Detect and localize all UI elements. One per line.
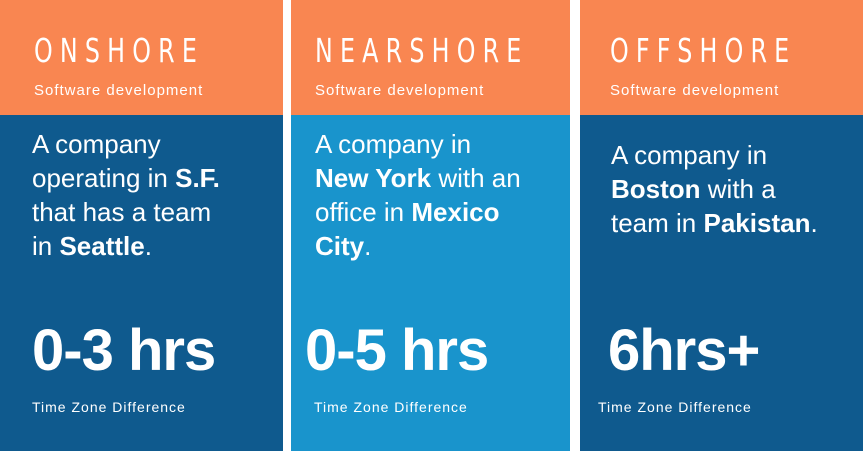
desc-text: in — [32, 231, 60, 261]
desc-text: A company in — [315, 129, 472, 159]
offshore-hours: 6hrs+ — [608, 318, 760, 383]
onshore-subtitle: Software development — [34, 82, 204, 99]
desc-highlight: City — [315, 231, 365, 261]
offshore-column: OFFSHORE Software development A company … — [580, 0, 863, 451]
offshore-footer: Time Zone Difference — [598, 399, 752, 415]
desc-highlight: Pakistan — [703, 208, 811, 238]
offshore-header: OFFSHORE Software development — [580, 0, 863, 115]
desc-text: . — [810, 208, 818, 238]
nearshore-column: NEARSHORE Software development A company… — [291, 0, 570, 451]
desc-text: A company in — [611, 140, 768, 170]
desc-text: A company — [32, 129, 161, 159]
onshore-header: ONSHORE Software development — [0, 0, 283, 115]
desc-highlight: New York — [315, 163, 432, 193]
desc-text: team in — [611, 208, 704, 238]
desc-text: with a — [700, 174, 776, 204]
desc-text: . — [144, 231, 152, 261]
nearshore-header: NEARSHORE Software development — [291, 0, 570, 115]
desc-text: office in — [315, 197, 412, 227]
nearshore-title: NEARSHORE — [315, 31, 529, 70]
offshore-subtitle: Software development — [610, 82, 780, 99]
desc-highlight: S.F. — [175, 163, 220, 193]
nearshore-body — [291, 115, 570, 451]
desc-text: with an — [431, 163, 521, 193]
onshore-description: A company operating in S.F. that has a t… — [32, 127, 220, 263]
desc-highlight: Mexico — [411, 197, 500, 227]
nearshore-hours: 0-5 hrs — [305, 318, 489, 383]
desc-text: operating in — [32, 163, 176, 193]
onshore-hours: 0-3 hrs — [32, 318, 216, 383]
desc-text: that has a team — [32, 197, 212, 227]
onshore-footer: Time Zone Difference — [32, 399, 186, 415]
desc-text: . — [364, 231, 372, 261]
onshore-title: ONSHORE — [34, 31, 205, 70]
nearshore-description: A company in New York with an office in … — [315, 127, 521, 263]
offshore-title: OFFSHORE — [610, 31, 797, 70]
nearshore-subtitle: Software development — [315, 82, 485, 99]
offshore-description: A company in Boston with a team in Pakis… — [611, 138, 818, 240]
nearshore-footer: Time Zone Difference — [314, 399, 468, 415]
desc-highlight: Seattle — [59, 231, 145, 261]
offshore-body — [580, 115, 863, 451]
onshore-column: ONSHORE Software development A company o… — [0, 0, 283, 451]
desc-highlight: Boston — [611, 174, 701, 204]
onshore-body — [0, 115, 283, 451]
